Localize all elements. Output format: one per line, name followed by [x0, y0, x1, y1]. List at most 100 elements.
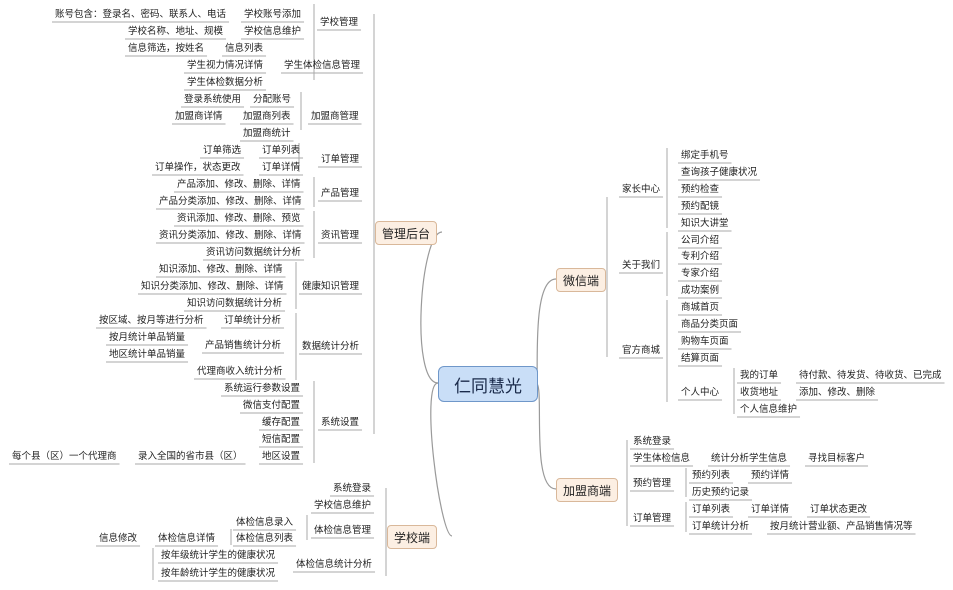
node-my-orders[interactable]: 我的订单 [740, 370, 779, 381]
node-info-list[interactable]: 信息列表 [225, 43, 264, 54]
node-sms-config[interactable]: 短信配置 [262, 434, 301, 445]
node-franchise-list[interactable]: 加盟商列表 [243, 111, 291, 122]
node-product-category[interactable]: 商品分类页面 [681, 319, 739, 330]
node-personal-info[interactable]: 个人信息维护 [740, 404, 798, 415]
node-knowledge-crud[interactable]: 知识添加、修改、删除、详情 [159, 264, 283, 275]
node-patent-intro[interactable]: 专利介绍 [681, 251, 720, 262]
node-data-stats[interactable]: 数据统计分析 [302, 341, 360, 352]
node-info-filter[interactable]: 信息筛选，按姓名 [128, 43, 205, 54]
node-news-visit-stats[interactable]: 资讯访问数据统计分析 [206, 247, 302, 258]
node-exam-info-entry[interactable]: 体检信息录入 [236, 517, 294, 528]
node-news-mgmt[interactable]: 资讯管理 [321, 230, 360, 241]
node-login-system-use[interactable]: 登录系统使用 [184, 94, 242, 105]
node-exam-info-detail[interactable]: 体检信息详情 [158, 533, 216, 544]
node-order-ops[interactable]: 订单操作，状态更改 [155, 162, 241, 173]
node-franchise-detail[interactable]: 加盟商详情 [175, 111, 223, 122]
node-sys-settings[interactable]: 系统设置 [321, 417, 360, 428]
node-product-cat-crud[interactable]: 产品分类添加、修改、删除、详情 [159, 196, 302, 207]
node-lecture[interactable]: 知识大讲堂 [681, 218, 729, 229]
node-product-sales-stats[interactable]: 产品销售统计分析 [205, 340, 282, 351]
node-monthly-sales[interactable]: 按月统计单品销量 [109, 332, 186, 343]
root-node[interactable]: 仁同慧光 [438, 366, 538, 402]
node-school-info-maint[interactable]: 学校信息维护 [244, 26, 302, 37]
node-exam-info-list[interactable]: 体检信息列表 [236, 533, 294, 544]
node-mall-home[interactable]: 商城首页 [681, 302, 720, 313]
node-order-list[interactable]: 订单列表 [262, 145, 301, 156]
node-agent-income[interactable]: 代理商收入统计分析 [197, 366, 283, 377]
node-one-agent-per-county[interactable]: 每个县（区）一个代理商 [12, 451, 117, 462]
node-checkout[interactable]: 结算页面 [681, 353, 720, 364]
node-school-info-maint-2[interactable]: 学校信息维护 [314, 500, 372, 511]
node-exam-info-mgmt[interactable]: 体检信息管理 [314, 525, 372, 536]
node-exam-info-stats[interactable]: 体检信息统计分析 [296, 559, 373, 570]
node-order-stats[interactable]: 订单统计分析 [224, 315, 282, 326]
node-school-fields[interactable]: 学校名称、地址、规模 [128, 26, 224, 37]
node-address-ops[interactable]: 添加、修改、删除 [799, 387, 876, 398]
node-product-crud[interactable]: 产品添加、修改、删除、详情 [177, 179, 301, 190]
node-bind-phone[interactable]: 绑定手机号 [681, 150, 729, 161]
node-stats-student-info[interactable]: 统计分析学生信息 [711, 453, 788, 464]
main-node-school[interactable]: 学校端 [387, 525, 438, 549]
node-region-setting[interactable]: 地区设置 [262, 451, 301, 462]
node-knowledge-visit-stats[interactable]: 知识访问数据统计分析 [187, 298, 283, 309]
node-assign-account[interactable]: 分配账号 [253, 94, 292, 105]
node-official-mall[interactable]: 官方商城 [622, 345, 661, 356]
node-franchise-sys-login[interactable]: 系统登录 [633, 436, 672, 447]
node-knowledge-cat-crud[interactable]: 知识分类添加、修改、删除、详情 [141, 281, 284, 292]
node-school-account-add[interactable]: 学校账号添加 [244, 9, 302, 20]
node-info-modify[interactable]: 信息修改 [99, 533, 138, 544]
node-success-cases[interactable]: 成功案例 [681, 285, 720, 296]
node-book-glasses[interactable]: 预约配镜 [681, 201, 720, 212]
node-region-sales[interactable]: 地区统计单品销量 [109, 349, 186, 360]
node-franchise-order-list[interactable]: 订单列表 [692, 504, 731, 515]
node-personal-center[interactable]: 个人中心 [681, 387, 720, 398]
node-book-exam[interactable]: 预约检查 [681, 184, 720, 195]
main-node-wechat[interactable]: 微信端 [556, 268, 607, 292]
node-school-sys-login[interactable]: 系统登录 [333, 483, 372, 494]
node-parent-center[interactable]: 家长中心 [622, 184, 661, 195]
node-exam-data-analysis[interactable]: 学生体检数据分析 [187, 77, 264, 88]
node-order-status[interactable]: 待付款、待发货、待收货、已完成 [799, 370, 942, 381]
node-company-intro[interactable]: 公司介绍 [681, 235, 720, 246]
node-expert-intro[interactable]: 专家介绍 [681, 268, 720, 279]
node-shipping-address[interactable]: 收货地址 [740, 387, 779, 398]
node-find-customers[interactable]: 寻找目标客户 [808, 453, 866, 464]
node-booking-detail[interactable]: 预约详情 [751, 470, 790, 481]
node-order-filter[interactable]: 订单筛选 [203, 145, 242, 156]
node-health-mgmt[interactable]: 健康知识管理 [302, 281, 360, 292]
node-order-detail[interactable]: 订单详情 [262, 162, 301, 173]
node-cart[interactable]: 购物车页面 [681, 336, 729, 347]
node-account-includes[interactable]: 账号包含：登录名、密码、联系人、电话 [55, 9, 227, 20]
node-news-crud[interactable]: 资讯添加、修改、删除、预览 [177, 213, 301, 224]
node-product-mgmt[interactable]: 产品管理 [321, 188, 360, 199]
node-franchise-stats[interactable]: 加盟商统计 [243, 128, 291, 139]
node-wechat-pay[interactable]: 微信支付配置 [243, 400, 301, 411]
node-franchise-mgmt[interactable]: 加盟商管理 [311, 111, 359, 122]
node-child-health[interactable]: 查询孩子健康状况 [681, 167, 758, 178]
node-franchise-order-detail[interactable]: 订单详情 [751, 504, 790, 515]
node-cache-config[interactable]: 缓存配置 [262, 417, 301, 428]
node-student-exam-mgmt[interactable]: 学生体检信息管理 [284, 60, 361, 71]
node-news-cat-crud[interactable]: 资讯分类添加、修改、删除、详情 [159, 230, 302, 241]
node-order-stats-by[interactable]: 按区域、按月等进行分析 [99, 315, 204, 326]
node-revenue-stats[interactable]: 按月统计营业额、产品销售情况等 [770, 521, 913, 532]
main-node-admin[interactable]: 管理后台 [375, 221, 438, 245]
node-about-us[interactable]: 关于我们 [622, 260, 661, 271]
node-school-mgmt[interactable]: 学校管理 [320, 17, 359, 28]
node-booking-mgmt[interactable]: 预约管理 [633, 478, 672, 489]
node-sys-params[interactable]: 系统运行参数设置 [224, 383, 301, 394]
node-franchise-order-mgmt[interactable]: 订单管理 [633, 513, 672, 524]
main-node-franchise[interactable]: 加盟商端 [556, 478, 619, 502]
node-order-status-change[interactable]: 订单状态更改 [810, 504, 868, 515]
node-student-exam-info[interactable]: 学生体检信息 [633, 453, 691, 464]
node-franchise-order-stats[interactable]: 订单统计分析 [692, 521, 750, 532]
node-enter-regions[interactable]: 录入全国的省市县（区） [138, 451, 243, 462]
node-by-grade[interactable]: 按年级统计学生的健康状况 [161, 550, 276, 561]
node-booking-history[interactable]: 历史预约记录 [692, 487, 750, 498]
node-by-age[interactable]: 按年龄统计学生的健康状况 [161, 568, 276, 579]
node-vision-detail[interactable]: 学生视力情况详情 [187, 60, 264, 71]
node-order-mgmt[interactable]: 订单管理 [321, 154, 360, 165]
node-booking-list[interactable]: 预约列表 [692, 470, 731, 481]
